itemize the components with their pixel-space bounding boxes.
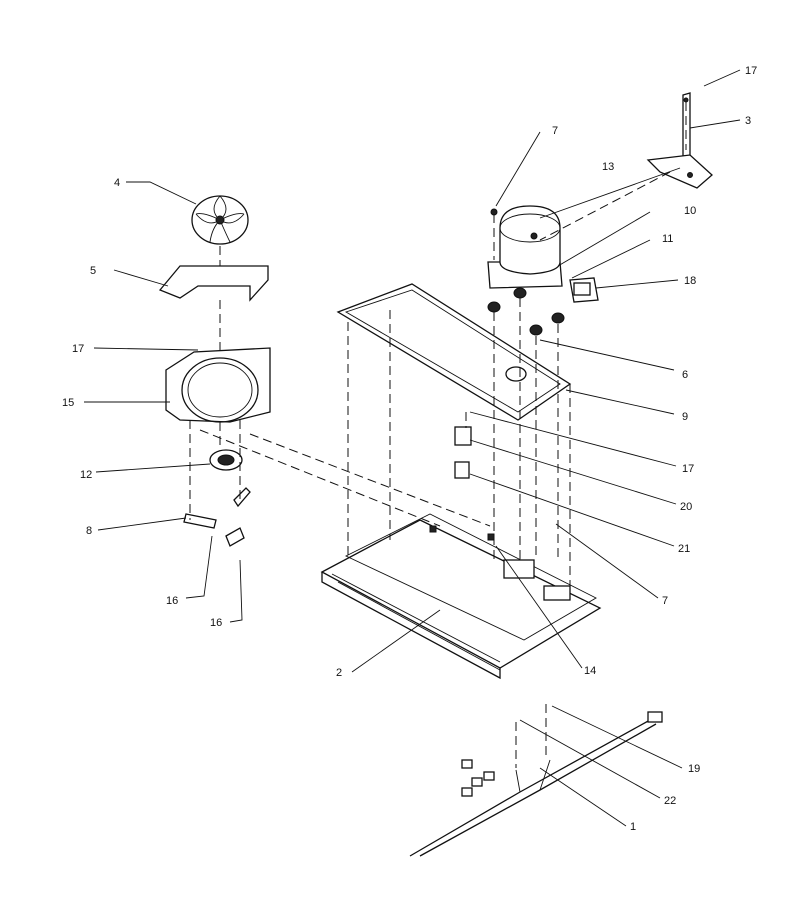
part-fan-blade: [191, 195, 249, 245]
callout-7-top: 7: [552, 125, 558, 137]
callout-10: 10: [684, 205, 696, 217]
callout-18: 18: [684, 275, 696, 287]
callout-12: 12: [80, 469, 92, 481]
callout-21: 21: [678, 543, 690, 555]
part-compressor: [487, 205, 563, 289]
callout-6: 6: [682, 369, 688, 381]
part-fan-bracket: [165, 347, 271, 423]
callout-2: 2: [336, 667, 342, 679]
callout-1: 1: [630, 821, 636, 833]
part-bracket: [646, 92, 713, 189]
callout-13: 13: [602, 161, 614, 173]
callout-17-left: 17: [72, 343, 84, 355]
part-wiring-harness: [409, 711, 663, 857]
part-grommets: [487, 287, 565, 336]
callout-3: 3: [745, 115, 751, 127]
callout-5: 5: [90, 265, 96, 277]
part-housing-tray: [336, 283, 572, 421]
callout-8: 8: [86, 525, 92, 537]
assembly-lines: [189, 102, 687, 768]
callout-16-left: 16: [166, 595, 178, 607]
callout-17-mid: 17: [682, 463, 694, 475]
leader-lines: [84, 69, 741, 827]
callout-14: 14: [584, 665, 596, 677]
part-base-pan: [320, 513, 602, 680]
part-relay: [569, 277, 599, 303]
part-shroud-top: [158, 265, 269, 302]
callout-4: 4: [114, 177, 120, 189]
part-controls: [454, 426, 472, 479]
callout-22: 22: [664, 795, 676, 807]
callout-7-mid: 7: [662, 595, 668, 607]
callout-9: 9: [682, 411, 688, 423]
callout-17-top: 17: [745, 65, 757, 77]
callout-20: 20: [680, 501, 692, 513]
part-motor-brackets: [183, 487, 251, 547]
callout-15: 15: [62, 397, 74, 409]
callout-19: 19: [688, 763, 700, 775]
part-fan-motor: [209, 449, 243, 471]
callout-16-right: 16: [210, 617, 222, 629]
callout-labels: 17 3 7 13 10 11 18 4 5 17 15 6 9 17 12 2…: [62, 65, 757, 833]
callout-11: 11: [662, 233, 673, 245]
